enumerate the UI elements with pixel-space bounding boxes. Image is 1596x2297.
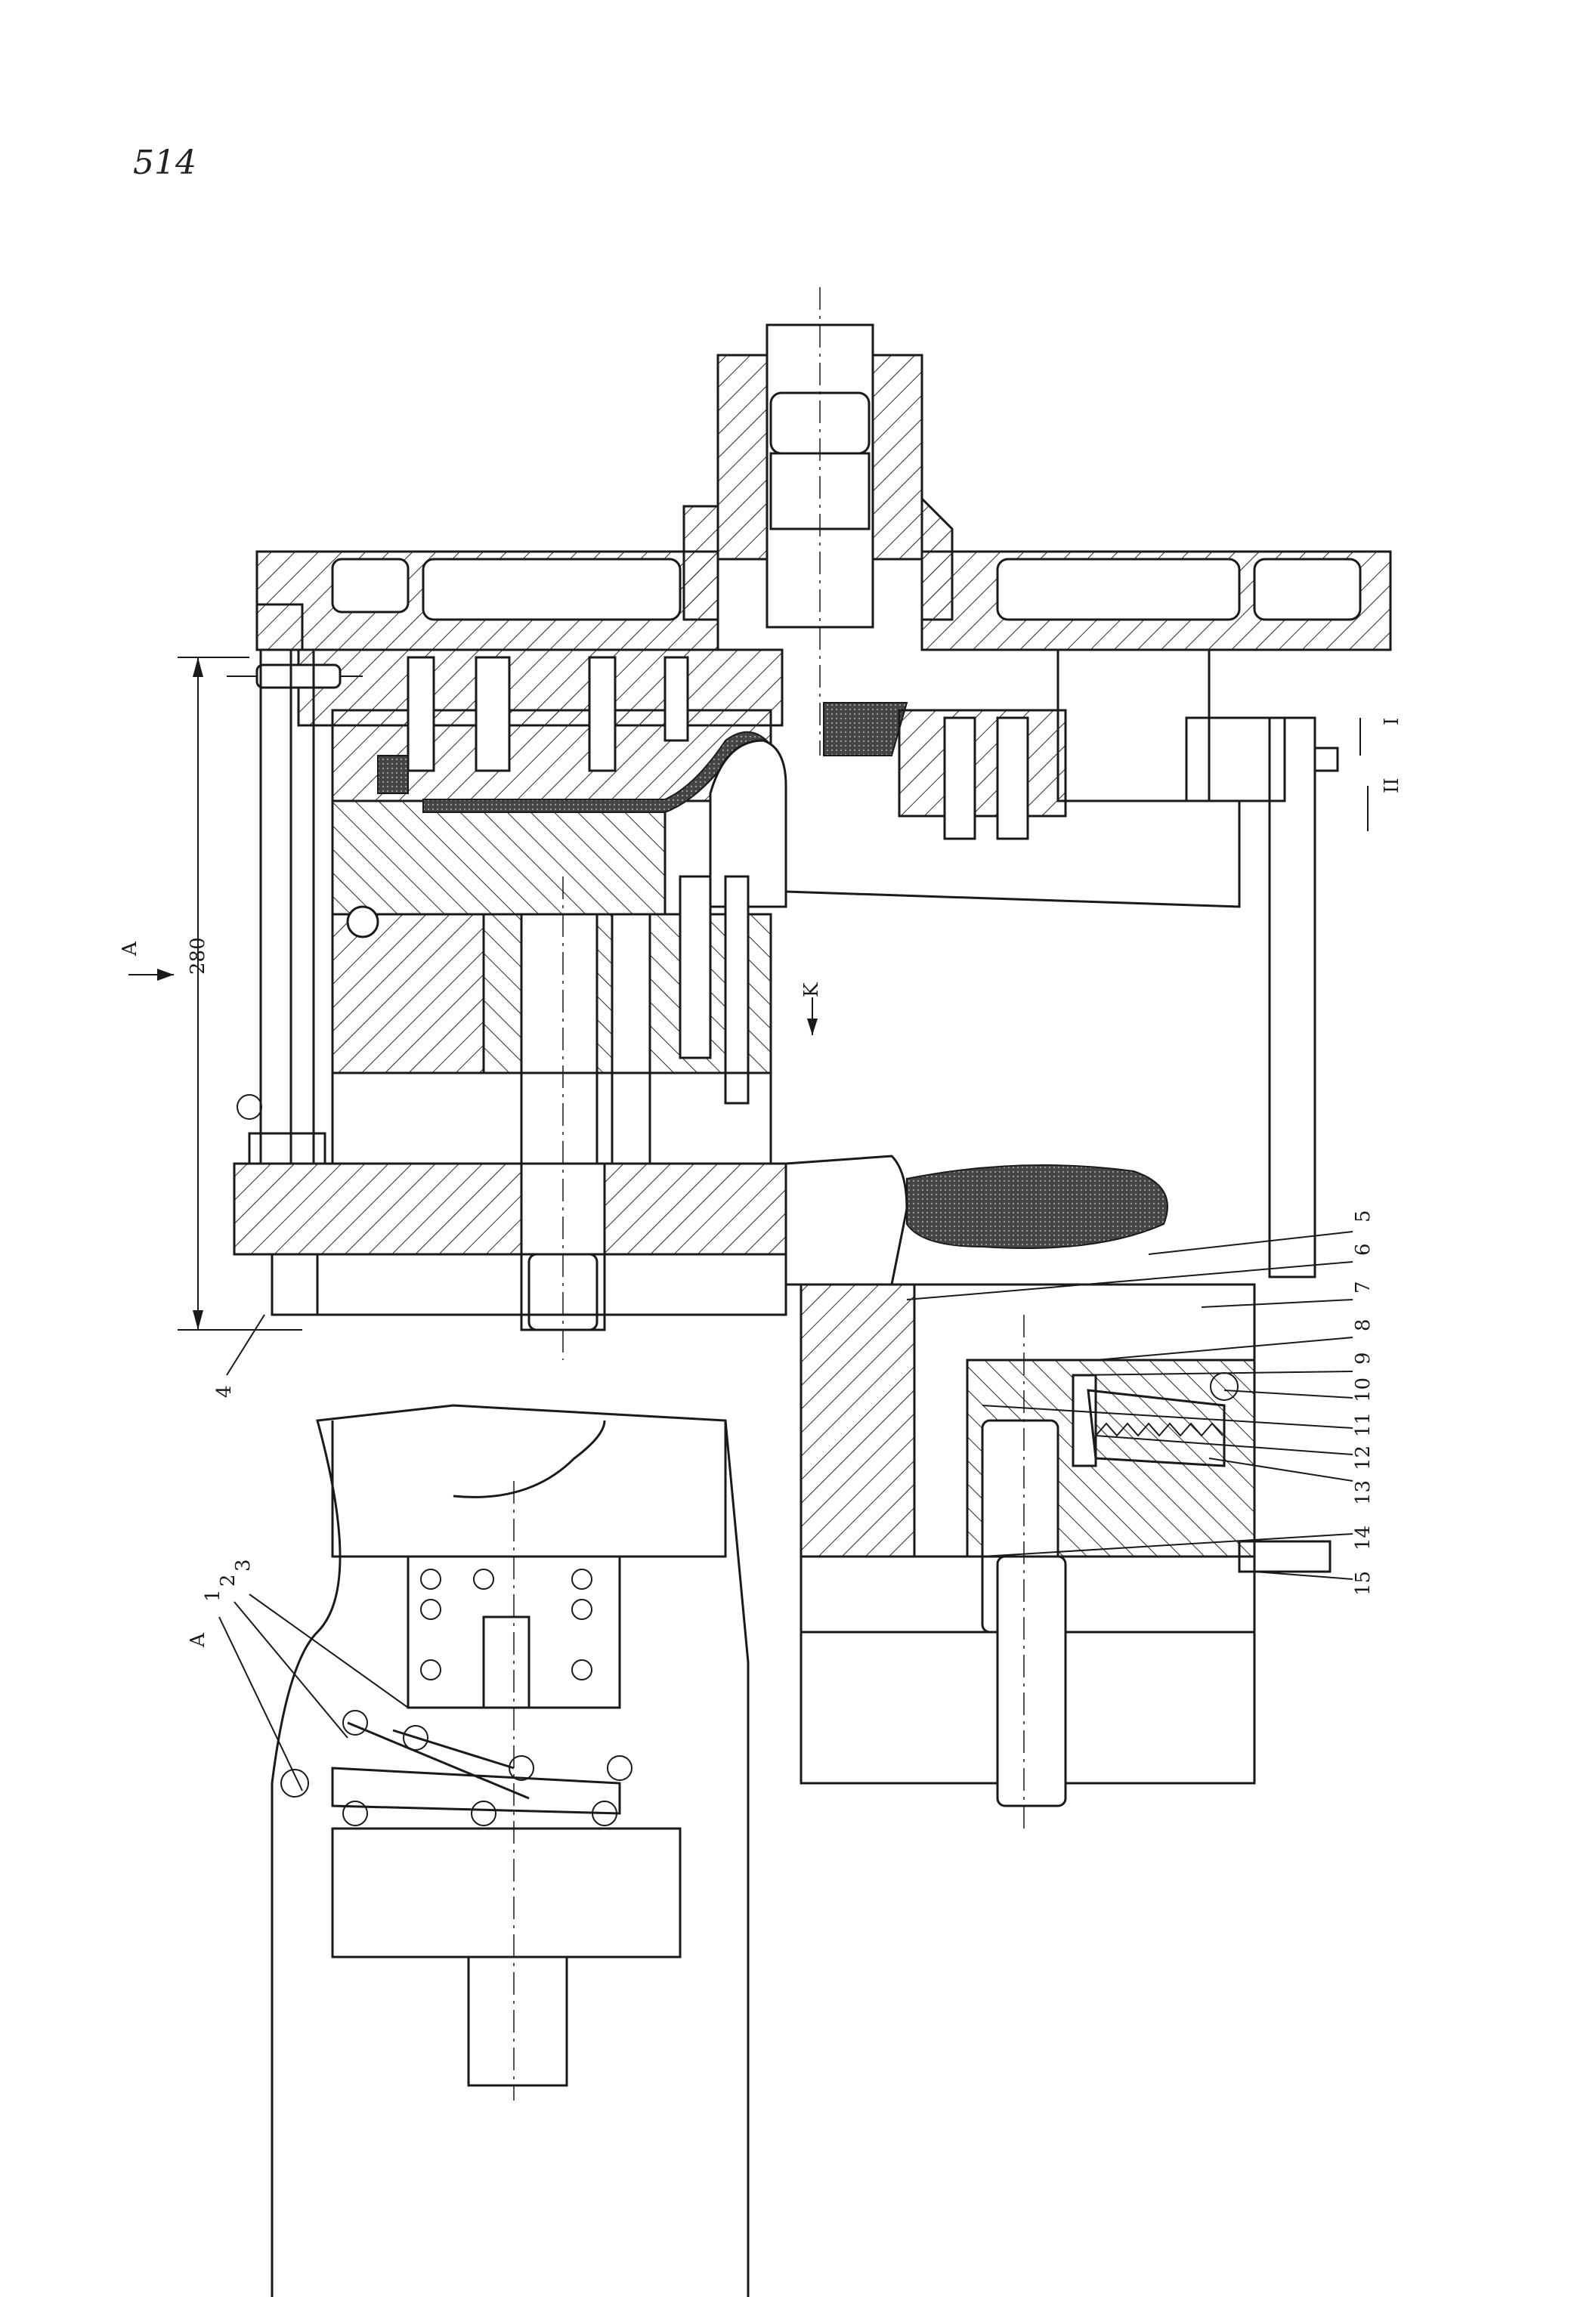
part-label-2: 2 — [217, 1574, 240, 1587]
part-label-15: 15 — [1352, 1571, 1375, 1596]
section-ii-label: II — [1381, 778, 1403, 793]
part-label-6: 6 — [1352, 1243, 1375, 1256]
part-label-14: 14 — [1352, 1526, 1375, 1550]
leader-lines-right — [906, 1231, 1353, 1580]
section-marks: I II — [1359, 718, 1403, 831]
part-label-8: 8 — [1352, 1319, 1375, 1331]
section-i-label: I — [1381, 718, 1403, 725]
lower-ejector-assembly — [800, 1283, 1332, 1829]
part-label-5: 5 — [1352, 1210, 1375, 1223]
part-label-12: 12 — [1352, 1445, 1375, 1470]
detail-view-a — [271, 1404, 750, 2297]
core-plate — [331, 731, 787, 1165]
top-clamp-plate — [255, 550, 1392, 651]
part-label-13: 13 — [1352, 1480, 1375, 1505]
page-number: 514 — [133, 144, 196, 182]
part-label-4: 4 — [213, 1385, 236, 1398]
part-label-10: 10 — [1352, 1377, 1375, 1402]
fixed-mold-plate — [227, 648, 784, 802]
arrow-k-label: K — [800, 982, 823, 997]
arrow-k: K — [800, 982, 823, 1035]
view-a-arrow-top: A — [119, 941, 174, 981]
dimension-280: 280 — [178, 657, 302, 1331]
part-label-3: 3 — [232, 1559, 255, 1572]
slide-mechanism — [785, 648, 1339, 1278]
part-label-11: 11 — [1352, 1412, 1375, 1437]
view-a-label-bottom: A — [187, 1632, 209, 1648]
part-label-1: 1 — [202, 1589, 224, 1602]
part-labels-right: 5 6 7 8 9 10 11 12 13 14 15 — [1352, 1210, 1375, 1596]
view-a-label-top: A — [119, 941, 141, 957]
dimension-280-label: 280 — [187, 937, 209, 975]
part-label-9: 9 — [1352, 1352, 1375, 1365]
molded-product — [784, 1155, 1168, 1286]
part-label-7: 7 — [1352, 1281, 1375, 1294]
parts-1-3-leaders: 1 2 3 A — [187, 1559, 409, 1792]
part-4-leader: 4 — [213, 1314, 265, 1398]
